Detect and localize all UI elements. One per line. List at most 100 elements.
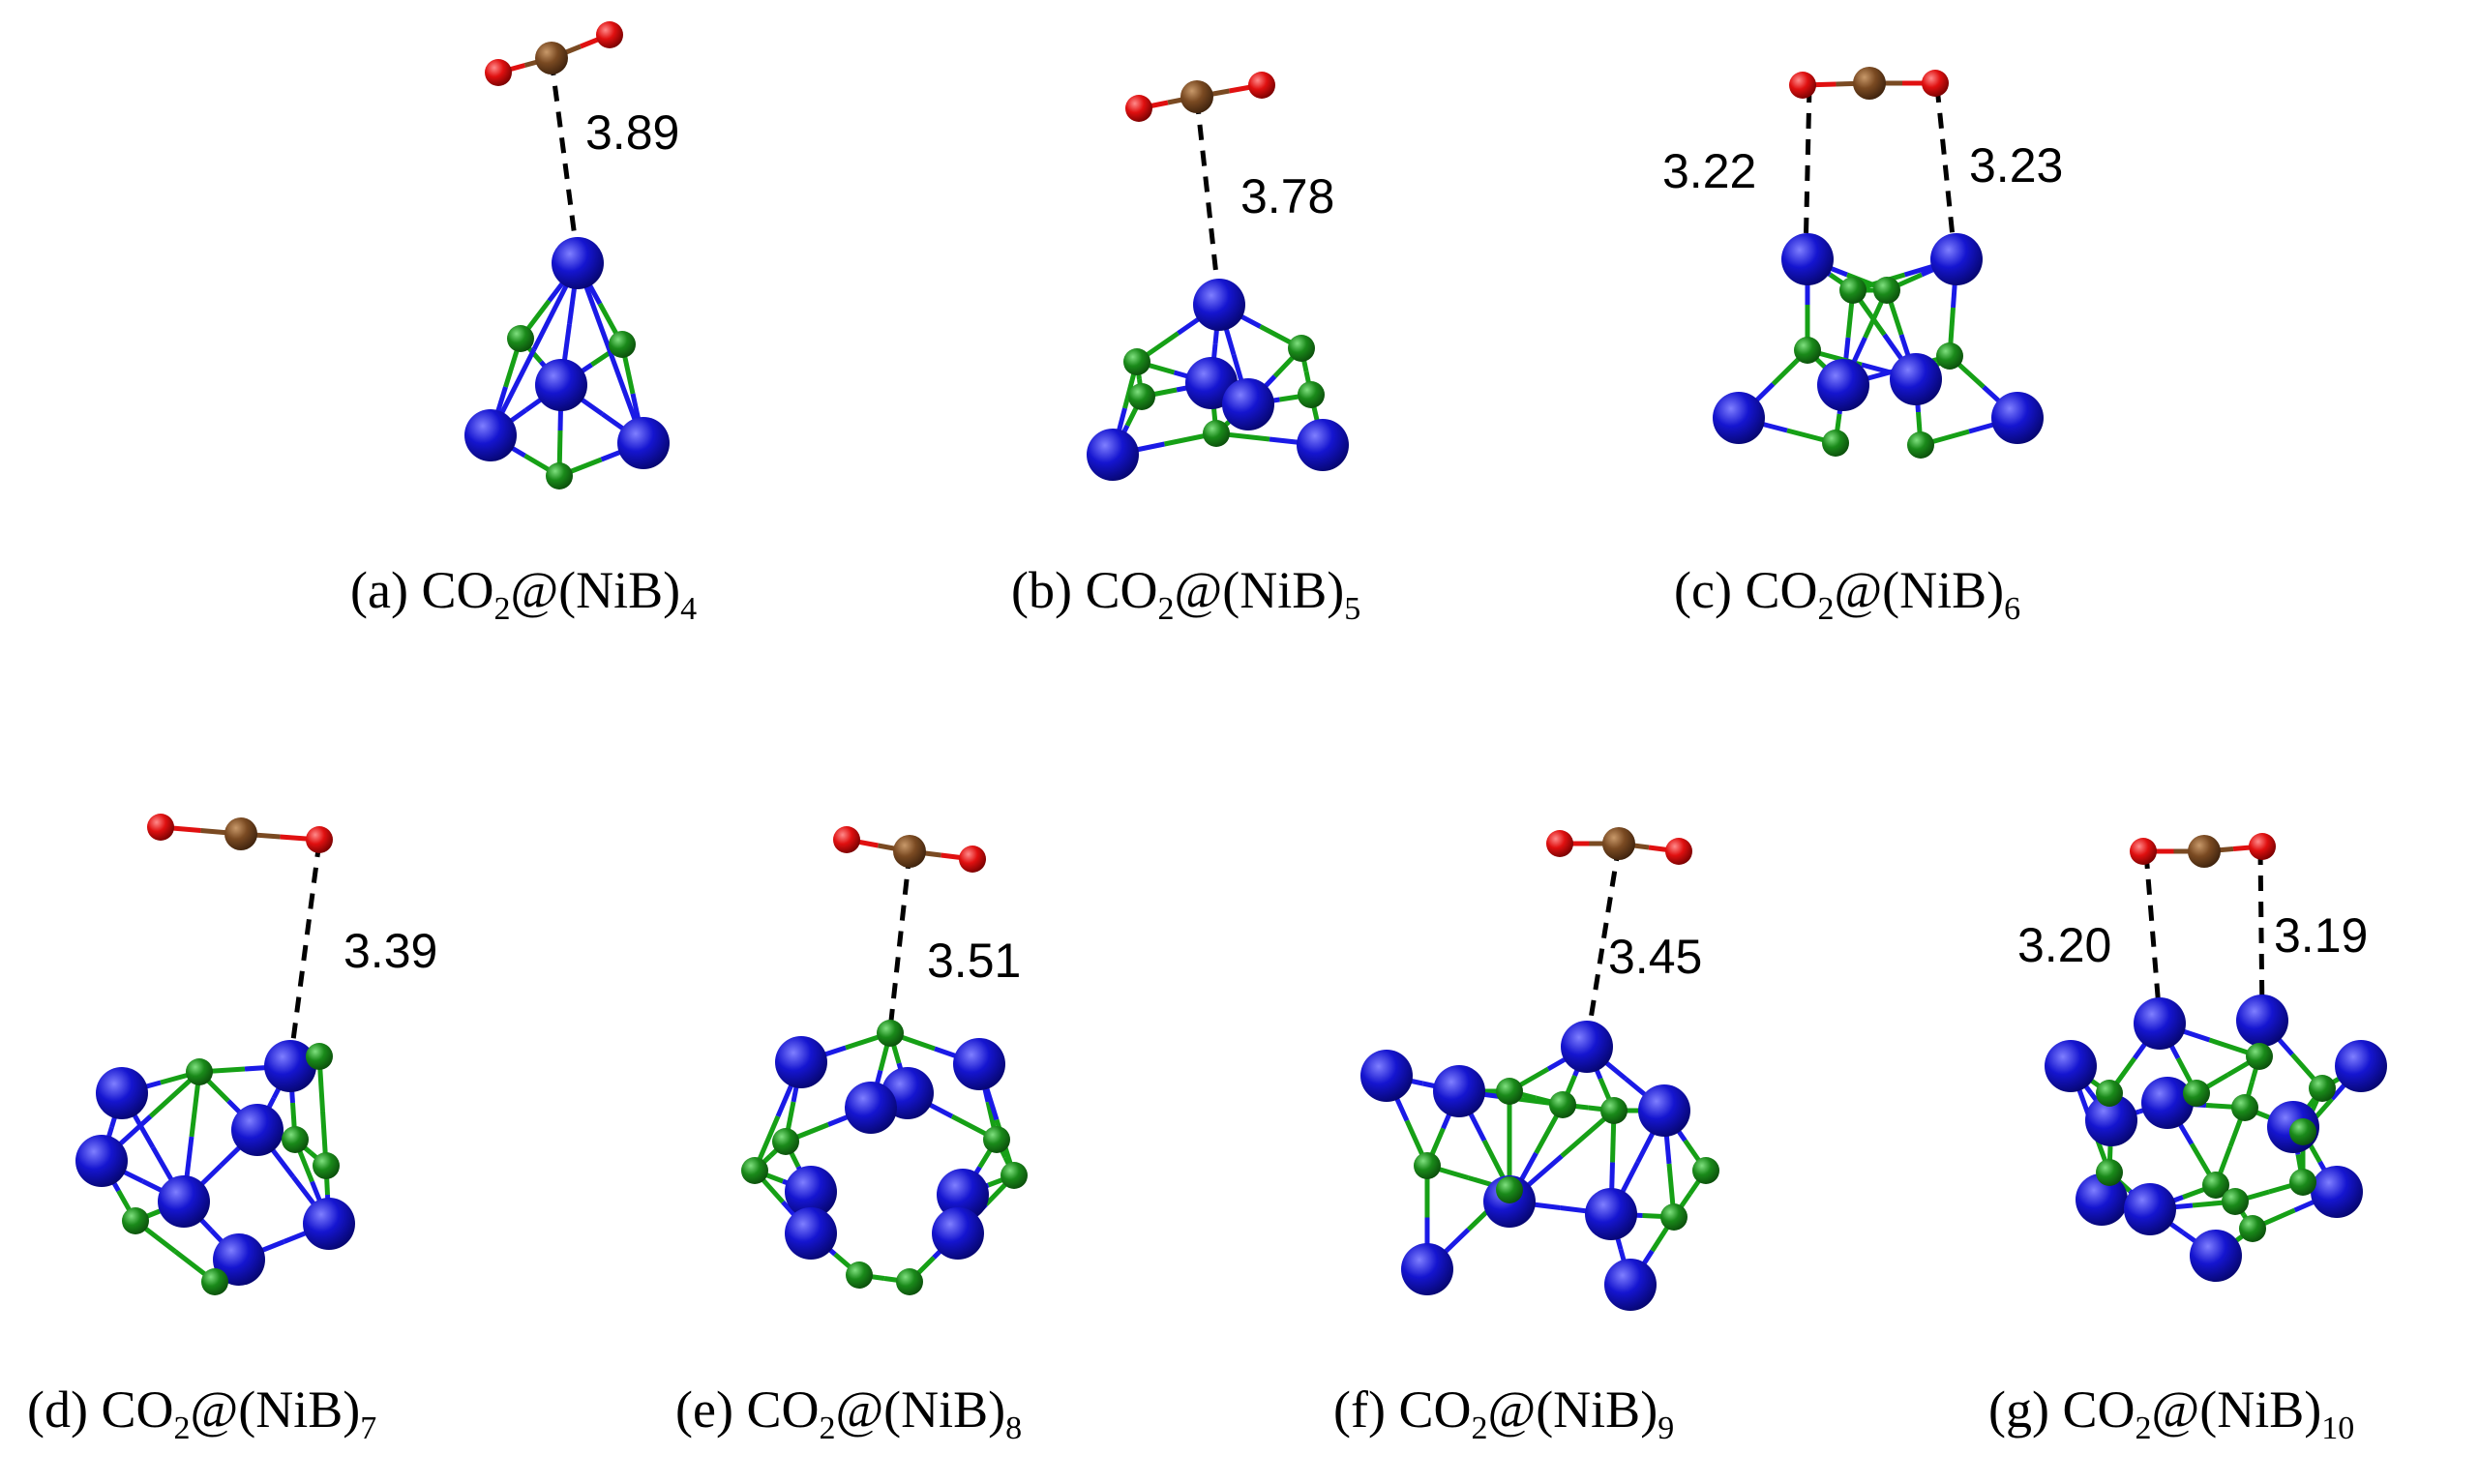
nickel-atom: [2311, 1166, 2363, 1218]
interaction-dashed-line: [1934, 86, 1957, 256]
carbon-atom: [224, 817, 257, 850]
nickel-atom: [2076, 1173, 2128, 1226]
boron-atom: [2246, 1043, 2273, 1070]
nickel-atom: [464, 409, 517, 461]
nickel-atom: [2335, 1040, 2387, 1092]
nickel-atom: [1604, 1259, 1657, 1311]
boron-atom: [1001, 1162, 1028, 1189]
structure-b: [1087, 72, 1349, 481]
caption-a: (a) CO2@(NiB)4: [350, 561, 698, 627]
nickel-atom: [1991, 392, 2044, 444]
nickel-atom: [1585, 1188, 1637, 1240]
caption-g: (g) CO2@(NiB)10: [1988, 1380, 2355, 1446]
distance-label-e-1: 3.51: [927, 934, 1022, 988]
structure-f: [1360, 827, 1719, 1311]
interaction-dashed-line: [887, 852, 912, 1030]
boron-atom: [1549, 1091, 1576, 1118]
nickel-atom: [785, 1207, 837, 1260]
nickel-atom: [617, 417, 670, 469]
boron-atom: [1496, 1078, 1523, 1105]
carbon-atom: [893, 835, 926, 868]
structure-a: [464, 21, 670, 490]
oxygen-atom: [833, 826, 860, 853]
nickel-atom: [1087, 429, 1139, 481]
nickel-atom: [75, 1135, 128, 1187]
oxygen-atom: [959, 846, 986, 873]
boron-atom: [1907, 431, 1934, 459]
caption-c: (c) CO2@(NiB)6: [1674, 561, 2021, 627]
interaction-dashed-line: [2257, 848, 2265, 1019]
distance-label-f-1: 3.45: [1608, 930, 1703, 984]
boron-atom: [1288, 335, 1315, 362]
interaction-dashed-line: [1584, 845, 1622, 1044]
boron-atom: [772, 1128, 799, 1155]
nickel-atom: [213, 1233, 265, 1286]
distance-label-g-1: 3.20: [2017, 918, 2112, 972]
boron-atom: [1600, 1097, 1628, 1124]
carbon-atom: [1853, 67, 1886, 100]
boron-atom: [1936, 342, 1963, 370]
boron-atom: [1794, 337, 1821, 364]
boron-atom: [2231, 1094, 2258, 1121]
nickel-atom: [264, 1040, 316, 1092]
nickel-atom: [2141, 1077, 2194, 1129]
carbon-atom: [535, 42, 568, 74]
boron-atom: [282, 1126, 309, 1153]
nickel-atom: [1193, 279, 1245, 331]
nickel-atom: [785, 1166, 837, 1218]
structure-c: [1713, 67, 2044, 459]
caption-e: (e) CO2@(NiB)8: [675, 1380, 1023, 1446]
nickel-atom: [535, 359, 587, 411]
interaction-dashed-line: [2143, 852, 2163, 1021]
nickel-atom: [2134, 997, 2186, 1050]
nickel-atom: [231, 1104, 284, 1156]
nickel-atom: [937, 1169, 989, 1221]
structure-d: [75, 814, 355, 1295]
boron-atom: [186, 1058, 213, 1085]
boron-atom: [2309, 1075, 2336, 1102]
boron-atom: [1128, 383, 1155, 410]
interaction-dashed-line: [1194, 98, 1222, 303]
boron-atom: [201, 1268, 228, 1295]
carbon-atom: [1180, 80, 1213, 113]
boron-atom: [2289, 1118, 2316, 1145]
oxygen-atom: [485, 59, 512, 86]
boron-atom: [2183, 1080, 2210, 1107]
boron-atom: [1822, 430, 1849, 457]
boron-atom: [609, 331, 636, 358]
interaction-dashed-line: [549, 59, 581, 260]
oxygen-atom: [1546, 830, 1573, 857]
nickel-atom: [1222, 378, 1274, 430]
nickel-atom: [1561, 1021, 1613, 1073]
oxygen-atom: [2249, 833, 2276, 860]
interaction-dashed-line: [1803, 86, 1812, 256]
oxygen-atom: [2130, 838, 2157, 865]
oxygen-atom: [596, 21, 623, 48]
nickel-atom: [2124, 1183, 2176, 1235]
distance-label-a-1: 3.89: [585, 105, 680, 160]
boron-atom: [2289, 1169, 2316, 1196]
oxygen-atom: [1789, 72, 1816, 99]
nickel-atom: [1713, 392, 1765, 444]
nickel-atom: [1930, 233, 1983, 285]
nickel-atom: [158, 1175, 210, 1228]
oxygen-atom: [1665, 838, 1692, 865]
boron-atom: [877, 1020, 904, 1047]
boron-atom: [2239, 1215, 2266, 1242]
distance-label-g-2: 3.19: [2274, 908, 2369, 963]
boron-atom: [1123, 348, 1150, 375]
nickel-atom: [1890, 353, 1942, 405]
boron-atom: [2202, 1172, 2229, 1199]
oxygen-atom: [1922, 70, 1949, 97]
oxygen-atom: [1125, 95, 1152, 122]
boron-atom: [846, 1261, 873, 1289]
carbon-atom: [2188, 835, 2221, 868]
nickel-atom: [1360, 1050, 1413, 1102]
distance-label-d-1: 3.39: [343, 924, 438, 978]
nickel-atom: [1781, 233, 1834, 285]
boron-atom: [2096, 1159, 2123, 1186]
caption-f: (f) CO2@(NiB)9: [1333, 1380, 1675, 1446]
oxygen-atom: [147, 814, 174, 841]
